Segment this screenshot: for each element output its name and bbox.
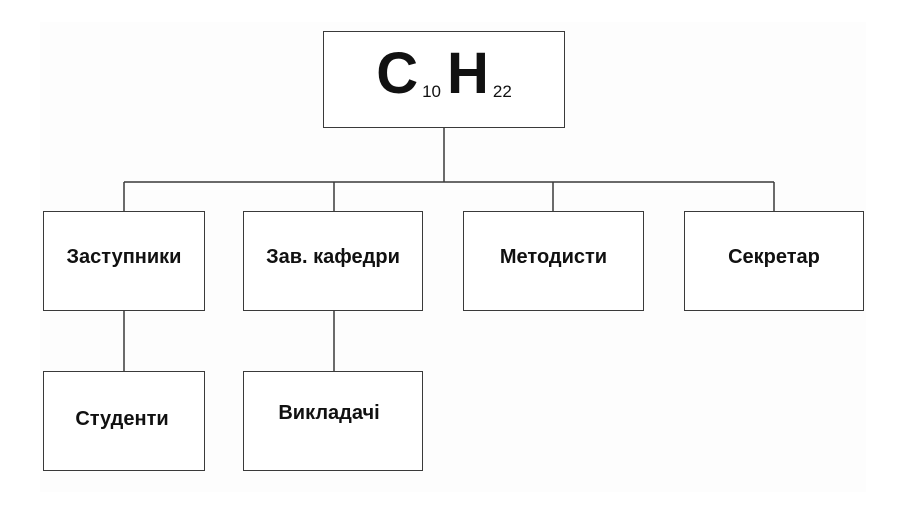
node-sekretar: Секретар [684,211,864,311]
node-label: Студенти [75,407,169,430]
formula-element-c: C [376,40,419,106]
node-studenty: Студенти [43,371,205,471]
node-zastupnyky: Заступники [43,211,205,311]
node-vykladachi: Викладачі [243,371,423,471]
root-node-formula: C 10 H 22 [323,31,565,128]
node-metodysty: Методисти [463,211,644,311]
node-zav-kafedry: Зав. кафедри [243,211,423,311]
node-label: Викладачі [278,401,380,424]
node-label: Секретар [728,245,820,268]
formula-subscript-10: 10 [422,81,441,101]
chemical-formula: C 10 H 22 [376,40,512,106]
node-label: Методисти [499,245,608,268]
formula-subscript-22: 22 [492,81,512,101]
node-label: Заступники [66,245,182,268]
formula-element-h: H [447,40,489,106]
node-label: Зав. кафедри [266,245,400,268]
